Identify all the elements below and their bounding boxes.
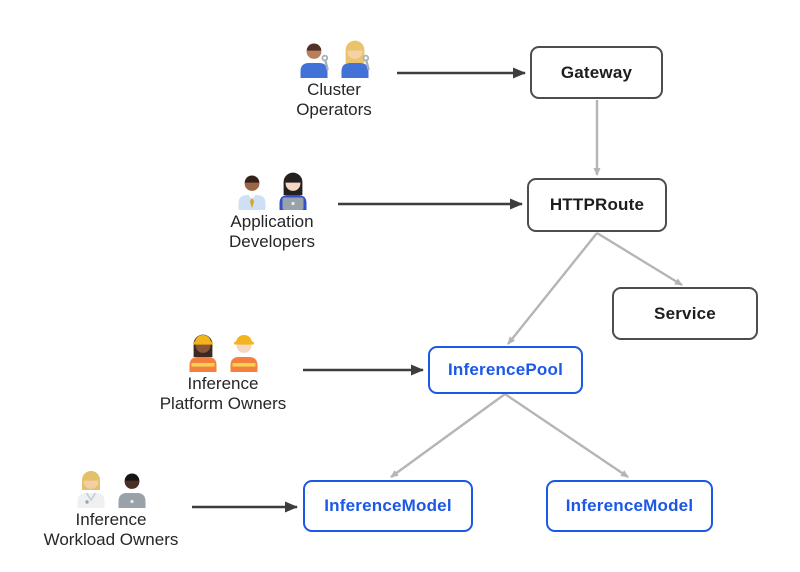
edge-inferencepool-inferencemodel-right (504, 393, 629, 478)
node-inferencemodel-left: InferenceModel (303, 480, 473, 532)
persona-cluster-operators: Cluster Operators (244, 36, 424, 120)
persona-label-line1: Inference (75, 510, 147, 529)
node-inferencepool: InferencePool (428, 346, 583, 394)
persona-label-line2: Platform Owners (159, 394, 287, 413)
persona-application-developers-label: Application Developers (182, 212, 362, 252)
persona-label-line1: Cluster (307, 80, 361, 99)
node-inferencepool-label: InferencePool (447, 360, 564, 379)
persona-label-line2: Operators (296, 100, 372, 119)
mechanics-emoji-pair (244, 36, 424, 78)
node-httproute-label: HTTPRoute (549, 195, 645, 214)
node-inferencemodel-left-label: InferenceModel (324, 496, 452, 515)
developers-emoji-pair (182, 168, 362, 210)
persona-label-line1: Application (230, 212, 314, 231)
node-inferencemodel-right-label: InferenceModel (565, 496, 694, 515)
persona-label-line1: Inference (187, 374, 259, 393)
node-httproute: HTTPRoute (527, 178, 667, 232)
persona-application-developers: Application Developers (182, 168, 362, 252)
node-gateway: Gateway (530, 46, 663, 99)
persona-inference-platform-owners: Inference Platform Owners (133, 330, 313, 414)
node-inferencemodel-right: InferenceModel (546, 480, 713, 532)
persona-label-line2: Workload Owners (43, 530, 179, 549)
node-gateway-label: Gateway (560, 62, 633, 82)
edge-inferencepool-inferencemodel-left (390, 393, 506, 478)
edge-httproute-service (596, 231, 683, 287)
persona-inference-workload-owners: Inference Workload Owners (21, 466, 201, 550)
persona-label-line2: Developers (229, 232, 315, 251)
edge-httproute-inferencepool (507, 232, 598, 345)
node-service: Service (612, 287, 758, 340)
persona-inference-platform-owners-label: Inference Platform Owners (133, 374, 313, 414)
persona-inference-workload-owners-label: Inference Workload Owners (21, 510, 201, 550)
health-worker-technologist-emoji-pair (21, 466, 201, 508)
construction-workers-emoji-pair (133, 330, 313, 372)
node-service-label: Service (654, 303, 716, 323)
persona-cluster-operators-label: Cluster Operators (244, 80, 424, 120)
